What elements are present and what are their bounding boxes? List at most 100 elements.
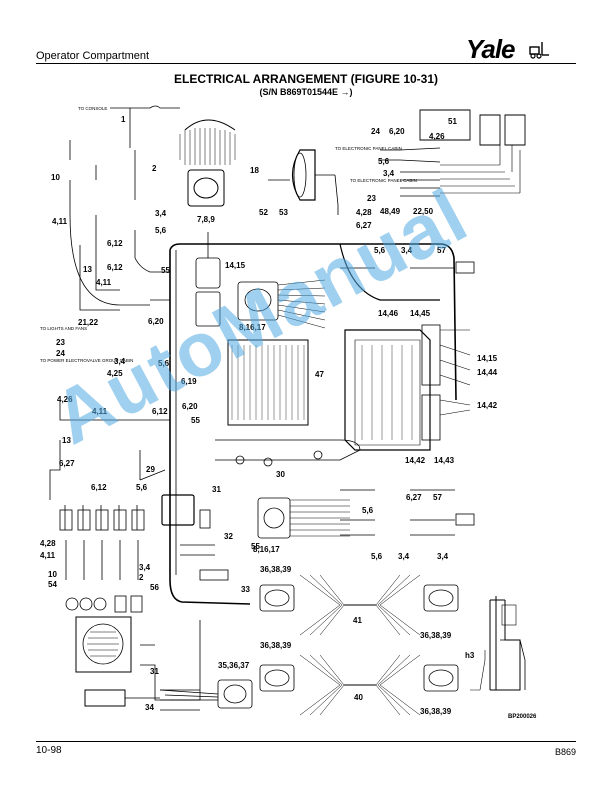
- callout-36-38-39a: 36,38,39: [260, 565, 292, 574]
- callout-5-6d: 5,6: [158, 359, 170, 368]
- page-number: 10-98: [36, 745, 62, 756]
- callout-14-46: 14,46: [378, 309, 399, 318]
- callout-6-12d: 6,12: [91, 483, 107, 492]
- callout-3-4d: 3,4: [114, 357, 126, 366]
- callout-4-11: 4,11: [52, 217, 68, 226]
- callout-3-4: 3,4: [155, 209, 167, 218]
- callout-55b: 55: [191, 416, 200, 425]
- to-console-line: [110, 105, 180, 109]
- callout-36-38-39b: 36,38,39: [420, 631, 452, 640]
- callout-6-12a: 6,12: [107, 239, 123, 248]
- note-to-electronic-panel-1: TO ELECTRONIC PANEL CABIN: [335, 146, 402, 151]
- callout-57b: 57: [433, 493, 442, 502]
- callout-54: 54: [48, 580, 57, 589]
- callout-18: 18: [250, 166, 259, 175]
- callout-14-43: 14,43: [434, 456, 455, 465]
- callout-6-27c: 6,27: [406, 493, 422, 502]
- callout-13b: 13: [62, 436, 71, 445]
- callout-6-20c: 6,20: [182, 402, 198, 411]
- callout-32: 32: [224, 532, 233, 541]
- callout-3-4f: 3,4: [398, 552, 410, 561]
- callout-14-42a: 14,42: [477, 401, 498, 410]
- callout-21-22: 21,22: [78, 318, 99, 327]
- callout-6-27: 6,27: [356, 221, 372, 230]
- callout-4-26: 4,26: [429, 132, 445, 141]
- figure-subtitle: (S/N B869T01544E →): [259, 87, 353, 97]
- callout-1: 1: [121, 115, 126, 124]
- callout-51: 51: [448, 117, 457, 126]
- callout-57: 57: [437, 246, 446, 255]
- callout-23b: 23: [56, 338, 65, 347]
- callout-3-4g: 3,4: [437, 552, 449, 561]
- callout-10b: 10: [48, 570, 57, 579]
- note-to-power-electrovalve: TO POWER ELECTROVALVE GROUP CABIN: [40, 358, 133, 363]
- callout-56: 56: [150, 583, 159, 592]
- callout-5-6c: 5,6: [374, 246, 386, 255]
- callout-2b: 2: [139, 573, 144, 582]
- callout-40: 40: [354, 693, 363, 702]
- callout-2: 2: [152, 164, 157, 173]
- callout-53: 53: [279, 208, 288, 217]
- callout-10: 10: [51, 173, 60, 182]
- callout-6-20: 6,20: [389, 127, 405, 136]
- section-title: Operator Compartment: [36, 50, 150, 62]
- callout-22-50: 22,50: [413, 207, 434, 216]
- callout-14-15: 14,15: [225, 261, 246, 270]
- callout-30: 30: [276, 470, 285, 479]
- callout-5-6g: 5,6: [371, 552, 383, 561]
- forklift-icon: [529, 42, 549, 59]
- callout-36-38-39c: 36,38,39: [260, 641, 292, 650]
- callout-3-4e: 3,4: [139, 563, 151, 572]
- callout-41: 41: [353, 616, 362, 625]
- callout-3-4b: 3,4: [383, 169, 395, 178]
- callout-29: 29: [146, 465, 155, 474]
- callout-4-11c: 4,11: [92, 407, 108, 416]
- callout-55c: 55: [251, 542, 260, 551]
- figure-title: ELECTRICAL ARRANGEMENT (FIGURE 10-31): [173, 72, 439, 86]
- callout-47: 47: [315, 370, 324, 379]
- note-to-electronic-panel-2: TO ELECTRONIC PANEL CABIN: [350, 178, 417, 183]
- callout-31: 31: [212, 485, 221, 494]
- callout-13: 13: [83, 265, 92, 274]
- callout-4-11b: 4,11: [96, 278, 112, 287]
- callout-55: 55: [161, 266, 170, 275]
- callout-5-6e: 5,6: [136, 483, 148, 492]
- callout-14-44: 14,44: [477, 368, 498, 377]
- callout-8-16-17: 8,16,17: [239, 323, 266, 332]
- footer-rule: [36, 741, 576, 742]
- main-harness-loop: [169, 243, 457, 605]
- callout-4-28b: 4,28: [40, 539, 56, 548]
- header-rule: [36, 63, 576, 64]
- callout-7-8-9: 7,8,9: [197, 215, 215, 224]
- callout-6-19: 6,19: [181, 377, 197, 386]
- callout-35-36-37: 35,36,37: [218, 661, 250, 670]
- callout-6-12c: 6,12: [152, 407, 168, 416]
- note-to-lights-and-fans: TO LIGHTS AND FANS: [40, 326, 87, 331]
- callout-14-15b: 14,15: [477, 354, 498, 363]
- model-code: B869: [554, 747, 576, 757]
- yale-logo: Yale: [466, 34, 516, 64]
- callout-34: 34: [145, 703, 154, 712]
- callout-36-38-39d: 36,38,39: [420, 707, 452, 716]
- callout-48-49: 48,49: [380, 207, 401, 216]
- callout-24: 24: [371, 127, 380, 136]
- callout-6-20b: 6,20: [148, 317, 164, 326]
- callout-33: 33: [241, 585, 250, 594]
- callout-24b: 24: [56, 349, 65, 358]
- callout-5-6b: 5,6: [378, 157, 390, 166]
- callout-5-6f: 5,6: [362, 506, 374, 515]
- truck-height-label: h3: [465, 651, 475, 660]
- callout-6-27b: 6,27: [59, 459, 75, 468]
- callout-14-45: 14,45: [410, 309, 431, 318]
- callout-31b: 31: [150, 667, 159, 676]
- callout-14-42b: 14,42: [405, 456, 426, 465]
- electrical-arrangement-diagram: TO CONSOLE TO ELECTRONIC PANEL CABIN TO …: [40, 105, 537, 720]
- callout-6-12b: 6,12: [107, 263, 123, 272]
- callout-23: 23: [367, 194, 376, 203]
- callout-4-11d: 4,11: [40, 551, 56, 560]
- callout-5-6: 5,6: [155, 226, 167, 235]
- callout-52: 52: [259, 208, 268, 217]
- note-to-console: TO CONSOLE: [78, 106, 107, 111]
- callout-3-4c: 3,4: [401, 246, 413, 255]
- drawing-number: BP200026: [508, 714, 537, 720]
